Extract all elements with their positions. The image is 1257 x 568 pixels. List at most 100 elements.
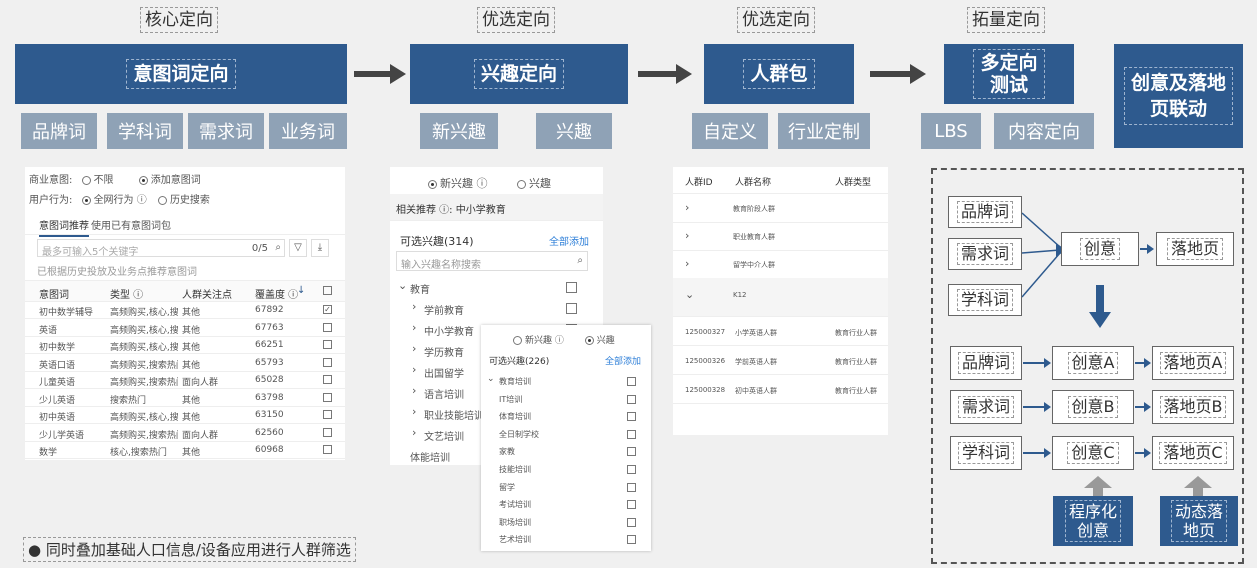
up-arrow-icon-1 [1084, 476, 1112, 488]
interest-opt-new[interactable]: 新兴趣 ⓘ [428, 177, 488, 190]
chevron-right-icon[interactable]: › [685, 257, 690, 270]
down-arrow-icon [1089, 312, 1111, 328]
row-checkbox[interactable] [323, 410, 332, 419]
audience-group-row[interactable]: ›留学中介人群 [673, 250, 888, 279]
chevron-down-icon: ⌄ [487, 374, 495, 384]
popup-checkbox[interactable] [627, 394, 636, 404]
popup-checkbox[interactable] [627, 500, 636, 510]
stage-label-expand: 拓量定向 [967, 7, 1045, 33]
chevron-down-icon: ⌄ [398, 279, 408, 292]
popup-checkbox[interactable] [627, 377, 636, 386]
interest-tree-item[interactable]: ›出国留学 [412, 363, 464, 380]
intent-option-none[interactable]: 不限 [81, 175, 114, 186]
interest-opt-interest[interactable]: 兴趣 [517, 177, 551, 190]
popup-add-all-link[interactable]: 全部添加 [604, 357, 641, 367]
flow-row-landing: 落地页A [1152, 346, 1234, 380]
tag-brand-word: 品牌词 [21, 113, 97, 149]
popup-interest-item[interactable]: 全日制学校 [481, 426, 651, 443]
popup-interest-item[interactable]: 职场培训 [481, 514, 651, 531]
interest-tree-item[interactable]: ›语言培训 [412, 384, 464, 401]
popup-checkbox[interactable] [627, 482, 636, 492]
up-arrow-stem-2 [1193, 488, 1203, 496]
flow-input-brand: 品牌词 [948, 196, 1022, 228]
chevron-right-icon[interactable]: › [685, 201, 690, 214]
popup-checkbox[interactable] [627, 535, 636, 545]
select-all-checkbox[interactable] [323, 286, 332, 295]
audience-pack-panel: 人群ID 人群名称 人群类型 ›教育阶段人群›职业教育人群›留学中介人群⌄K12… [673, 167, 888, 435]
popup-checkbox[interactable] [627, 465, 636, 474]
footer-note: ● 同时叠加基础人口信息/设备应用进行人群筛选 [23, 537, 356, 562]
flow-arrow-3 [870, 64, 926, 84]
row-checkbox[interactable] [323, 357, 332, 367]
popup-interest-item[interactable]: IT培训 [481, 391, 651, 408]
popup-interest-item[interactable]: 技能培训 [481, 461, 651, 478]
row-checkbox[interactable] [323, 427, 332, 437]
row-checkbox[interactable] [323, 340, 332, 349]
chevron-right-icon[interactable]: › [685, 229, 690, 242]
behavior-option-all[interactable]: 全网行为 ⓘ [81, 195, 147, 206]
flow-landing-page: 落地页 [1156, 232, 1234, 266]
keyword-search-input[interactable]: 最多可输入5个关键字 0/5 ⌕ [37, 239, 285, 258]
audience-group-row[interactable]: ›教育阶段人群 [673, 194, 888, 223]
popup-interest-item[interactable]: 留学 [481, 479, 651, 496]
user-behavior-label: 用户行为: [29, 195, 73, 206]
row-checkbox[interactable]: ✓ [323, 305, 332, 314]
add-all-link[interactable]: 全部添加 [549, 237, 589, 248]
tag-demand-word: 需求词 [188, 113, 264, 149]
interest-tree-item[interactable]: ›职业技能培训 [412, 405, 484, 422]
chevron-down-icon[interactable]: ⌄ [685, 288, 695, 301]
interest-tree-item[interactable]: ⌄教育 [390, 277, 603, 297]
popup-interest-item[interactable]: 体育培训 [481, 408, 651, 425]
popup-checkbox[interactable] [627, 517, 636, 527]
popup-opt-new[interactable]: 新兴趣 ⓘ [513, 336, 564, 346]
interest-checkbox[interactable] [566, 282, 577, 293]
popup-interest-item[interactable]: 艺术培训 [481, 531, 651, 548]
flow-row-input: 需求词 [950, 390, 1022, 424]
interest-targeting-box: 兴趣定向 [410, 44, 628, 104]
flow-row-arrow [1023, 448, 1051, 458]
sort-icon: ↓ [297, 285, 306, 296]
row-checkbox[interactable] [323, 445, 332, 454]
search-icon: ⌕ [577, 255, 583, 266]
interest-checkbox[interactable] [566, 303, 577, 314]
audience-group-row[interactable]: ⌄K12 [673, 278, 888, 317]
interest-tree-item[interactable]: ›学前教育 [390, 298, 603, 318]
interest-tree-item[interactable]: 体能培训 [410, 453, 450, 464]
interest-search-input[interactable]: 输入兴趣名称搜索 ⌕ [396, 251, 588, 271]
creative-landing-linkage-box: 创意及落地 页联动 [1114, 44, 1243, 148]
popup-checkbox[interactable] [627, 429, 636, 439]
tab-existing-keyword-pack[interactable]: 使用已有意图词包 [91, 221, 171, 232]
popup-interest-item[interactable]: 家教 [481, 443, 651, 460]
chevron-right-icon: › [412, 363, 417, 376]
download-icon[interactable]: ⤓ [311, 239, 329, 257]
row-checkbox[interactable] [323, 392, 332, 402]
tag-industry-custom: 行业定制 [778, 113, 870, 149]
popup-checkbox[interactable] [627, 447, 636, 457]
audience-group-row[interactable]: ›职业教育人群 [673, 222, 888, 251]
row-checkbox[interactable] [323, 375, 332, 384]
behavior-option-history[interactable]: 历史搜索 [157, 195, 210, 206]
popup-interest-item[interactable]: 考试培训 [481, 496, 651, 513]
filter-icon[interactable]: ▽ [289, 239, 307, 257]
tab-keyword-recommend[interactable]: 意图词推荐 [39, 217, 89, 237]
row-checkbox[interactable] [323, 322, 332, 332]
popup-opt-interest[interactable]: 兴趣 [584, 336, 615, 346]
popup-interest-item[interactable]: ⌄教育培训 [481, 373, 651, 390]
tag-business-word: 业务词 [269, 113, 347, 149]
chevron-right-icon: › [412, 426, 417, 439]
popup-checkbox[interactable] [627, 412, 636, 422]
interest-tree-item[interactable]: ›文艺培训 [412, 426, 464, 443]
intent-option-add[interactable]: 添加意图词 [138, 175, 201, 186]
